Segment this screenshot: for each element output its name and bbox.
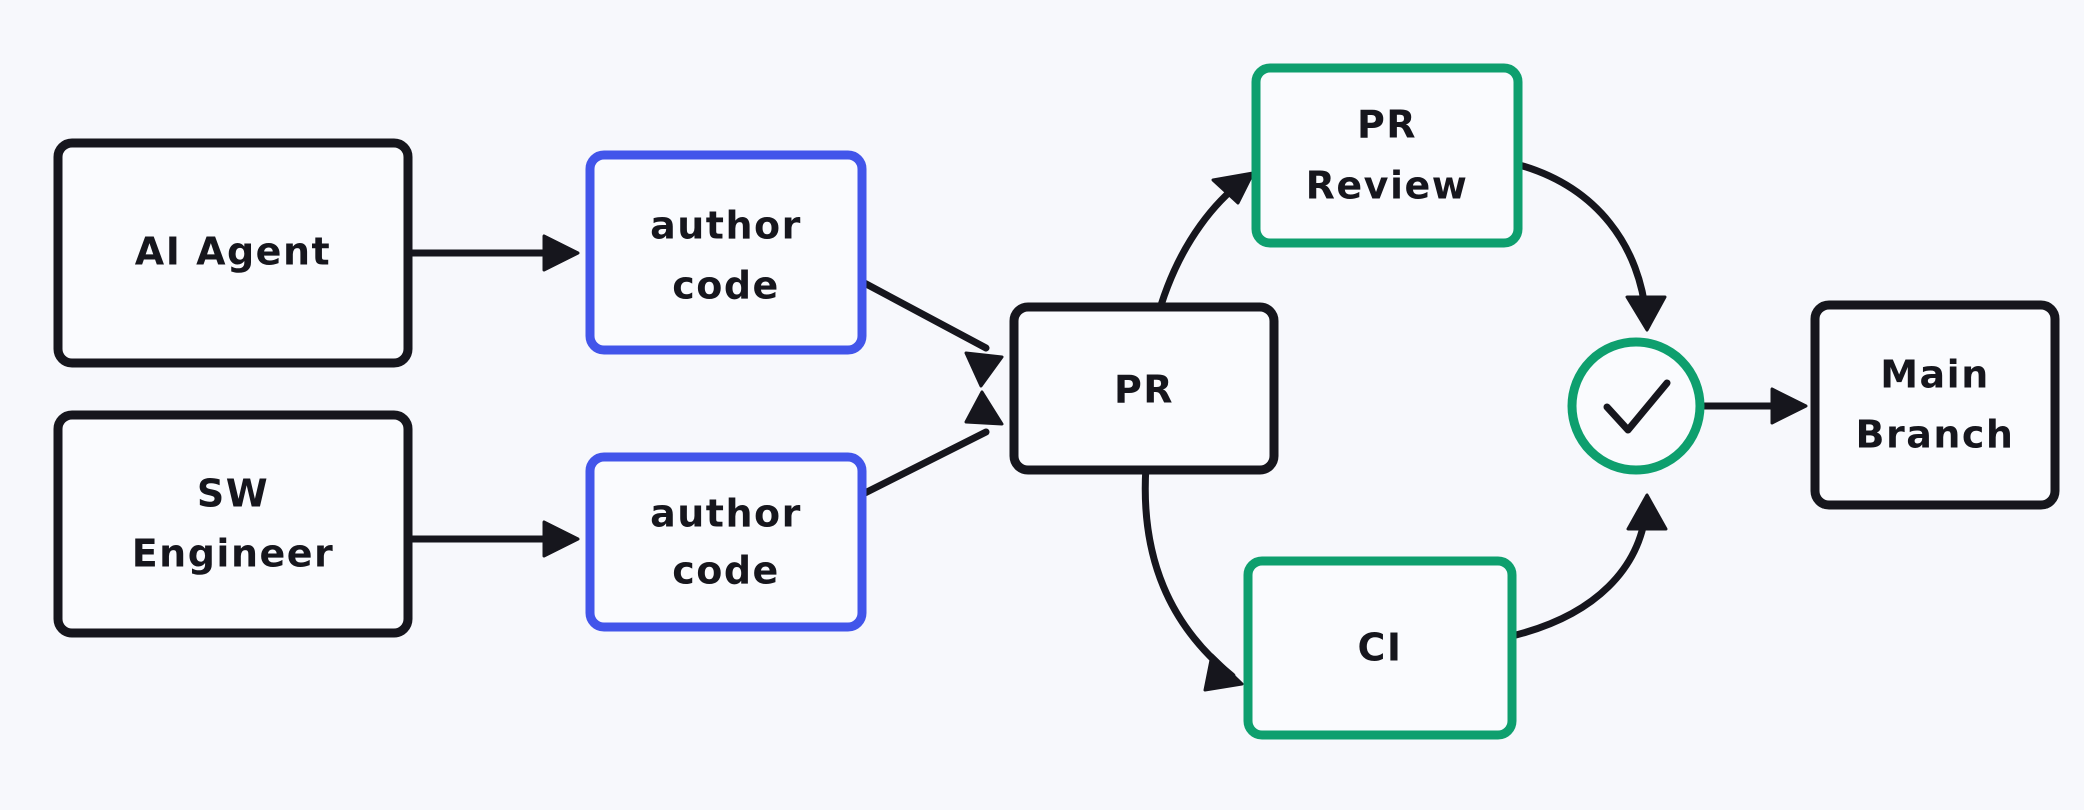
node-author-code-bottom-label-line1: author [650, 492, 802, 536]
node-ai-agent[interactable]: AI Agent [53, 138, 413, 368]
node-author-code-top-label-line1: author [650, 204, 802, 248]
edge-pr-to-ci [1141, 441, 1244, 692]
edge-ai-agent-to-author-code [404, 234, 580, 272]
check-icon [1603, 379, 1671, 434]
node-author-code-bottom-label-line2: code [672, 549, 780, 593]
edge-author-code-top-to-pr [851, 274, 1004, 388]
node-pr[interactable]: PR [1009, 302, 1279, 475]
node-ci[interactable]: CI [1243, 556, 1517, 740]
edge-gate-to-main-branch [1696, 387, 1808, 425]
node-main-branch-label-line2: Branch [1856, 413, 2015, 457]
node-pr-label: PR [1114, 368, 1174, 412]
node-sw-engineer[interactable]: SW Engineer [53, 410, 413, 638]
node-main-branch[interactable]: Main Branch [1810, 300, 2060, 510]
edge-sw-engineer-to-author-code [404, 520, 580, 558]
node-sw-engineer-label-line2: Engineer [132, 532, 335, 576]
node-main-branch-label-line1: Main [1880, 353, 1990, 397]
edge-author-code-bottom-to-pr [851, 390, 1004, 502]
node-ci-label: CI [1357, 626, 1402, 670]
node-pr-review[interactable]: PR Review [1251, 63, 1523, 248]
node-pr-review-label-line2: Review [1306, 164, 1469, 208]
node-ai-agent-label: AI Agent [135, 230, 331, 274]
node-author-code-bottom[interactable]: author code [585, 452, 867, 632]
node-author-code-top-label-line2: code [672, 264, 780, 308]
node-gate[interactable] [1567, 337, 1705, 475]
node-author-code-top[interactable]: author code [585, 150, 867, 355]
gate-circle [1567, 337, 1705, 475]
edge-ci-to-gate [1504, 493, 1668, 641]
node-pr-review-label-line1: PR [1357, 103, 1417, 147]
edge-pr-review-to-gate [1508, 159, 1667, 332]
node-sw-engineer-label-line1: SW [197, 472, 269, 516]
